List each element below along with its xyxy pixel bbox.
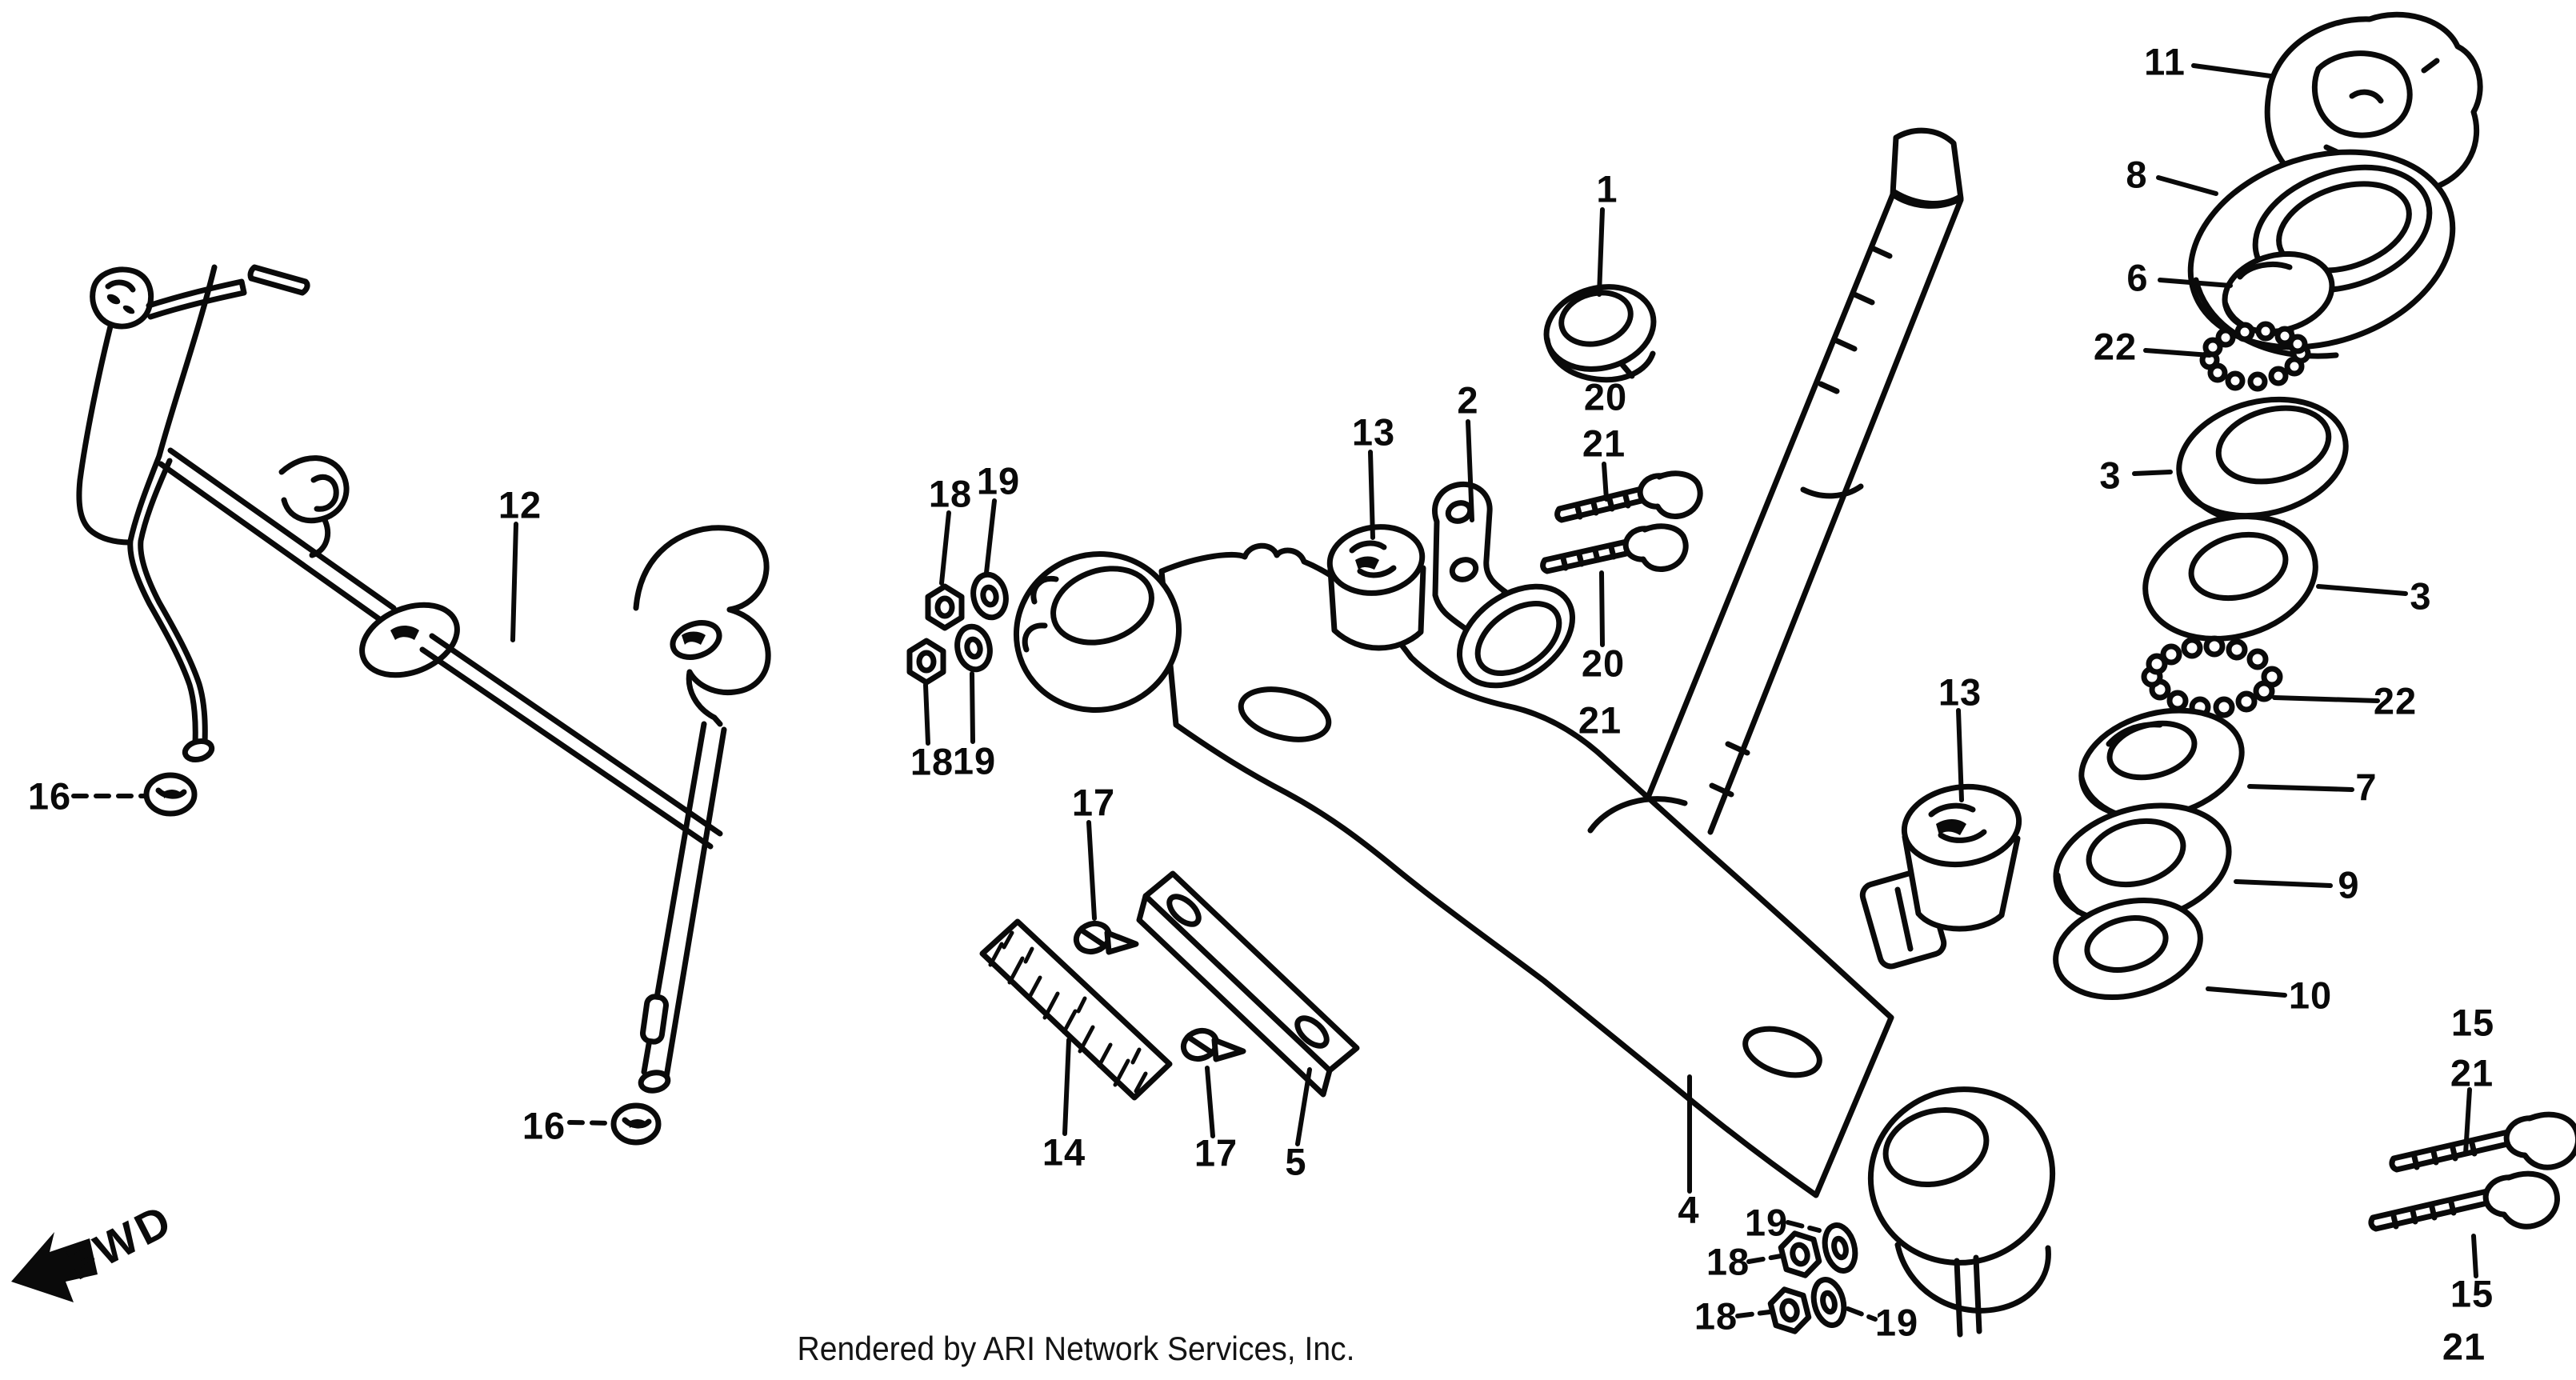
part-3-drawing-race — [2142, 514, 2318, 642]
part-22-drawing-top — [2199, 321, 2311, 392]
leader-lines — [71, 63, 2478, 1322]
part-callout-7-14[interactable]: 7 — [2355, 766, 2378, 809]
part-3-drawing-cup — [2176, 396, 2349, 527]
part-callout-21-6[interactable]: 21 — [1578, 698, 1622, 742]
part-10-drawing — [2053, 897, 2203, 1001]
part-callout-4-29[interactable]: 4 — [1678, 1188, 1700, 1231]
part-22-drawing-bottom — [2141, 635, 2283, 718]
part-17-drawing-a — [1073, 920, 1139, 955]
part-callout-16-23[interactable]: 16 — [27, 774, 72, 818]
part-callout-18-31[interactable]: 18 — [1706, 1240, 1750, 1283]
part-17-drawing-b — [1180, 1027, 1246, 1062]
part-callout-9-15[interactable]: 9 — [2338, 863, 2360, 906]
part-callout-22-13[interactable]: 22 — [2373, 679, 2418, 722]
part-callout-19-37[interactable]: 19 — [952, 739, 997, 782]
part-callout-14-26[interactable]: 14 — [1042, 1130, 1086, 1174]
part-5-drawing — [1136, 870, 1360, 1098]
part-callout-21-21[interactable]: 21 — [2442, 1325, 2486, 1368]
part-callout-20-3[interactable]: 20 — [1583, 375, 1628, 418]
part-18-19-drawing-upper — [906, 571, 1009, 686]
part-callout-8-8[interactable]: 8 — [2126, 153, 2148, 196]
part-13-drawing-right — [1901, 783, 2022, 932]
fender-stay-drawing — [633, 525, 771, 1094]
part-callout-3-11[interactable]: 3 — [2099, 454, 2122, 497]
part-callout-2-1[interactable]: 2 — [1457, 378, 1479, 422]
part-13-drawing-left — [1326, 524, 1426, 651]
part-callout-13-2[interactable]: 13 — [1351, 410, 1396, 454]
part-callout-17-27[interactable]: 17 — [1194, 1131, 1238, 1174]
part-20-21-drawing-top — [1540, 470, 1703, 574]
part-callout-15-18[interactable]: 15 — [2450, 1001, 2495, 1044]
part-4-top-bridge-drawing — [1013, 542, 2056, 1338]
part-12-drawing — [76, 264, 723, 850]
part-4-steering-stem-drawing — [1629, 127, 1964, 840]
part-callout-11-7[interactable]: 11 — [2144, 40, 2186, 83]
part-callout-19-35[interactable]: 19 — [976, 459, 1021, 502]
part-callout-13-17[interactable]: 13 — [1938, 670, 1982, 714]
part-callout-6-9[interactable]: 6 — [2126, 256, 2149, 299]
part-16-drawing-b — [610, 1102, 662, 1146]
part-callout-3-12[interactable]: 3 — [2410, 574, 2432, 618]
part-14-drawing — [979, 918, 1173, 1101]
part-callout-18-32[interactable]: 18 — [1694, 1294, 1738, 1338]
part-callout-18-36[interactable]: 18 — [910, 740, 954, 783]
part-callout-21-19[interactable]: 21 — [2450, 1051, 2494, 1094]
part-callout-22-10[interactable]: 22 — [2093, 325, 2138, 368]
part-callout-19-33[interactable]: 19 — [1874, 1301, 1919, 1344]
part-callout-17-25[interactable]: 17 — [1071, 781, 1116, 824]
part-callout-1-0[interactable]: 1 — [1596, 167, 1618, 210]
part-callout-21-4[interactable]: 21 — [1582, 422, 1626, 465]
part-callout-15-20[interactable]: 15 — [2450, 1272, 2494, 1315]
part-16-drawing-a — [143, 772, 198, 817]
part-1-drawing — [1543, 284, 1657, 383]
part-2-drawing — [1432, 481, 1576, 689]
part-callout-18-34[interactable]: 18 — [928, 472, 973, 515]
part-callout-16-24[interactable]: 16 — [522, 1104, 566, 1147]
part-callout-5-28[interactable]: 5 — [1285, 1140, 1307, 1183]
footer-credit: Rendered by ARI Network Services, Inc. — [797, 1330, 1355, 1367]
part-callout-20-5[interactable]: 20 — [1581, 642, 1626, 685]
part-15-21-drawing — [2368, 1111, 2576, 1232]
part-callout-12-22[interactable]: 12 — [498, 483, 542, 526]
part-18-19-drawing-lower — [1767, 1222, 1858, 1334]
fwd-arrow-icon — [11, 1232, 98, 1302]
part-callout-19-30[interactable]: 19 — [1744, 1201, 1789, 1244]
part-callout-10-16[interactable]: 10 — [2288, 974, 2333, 1017]
